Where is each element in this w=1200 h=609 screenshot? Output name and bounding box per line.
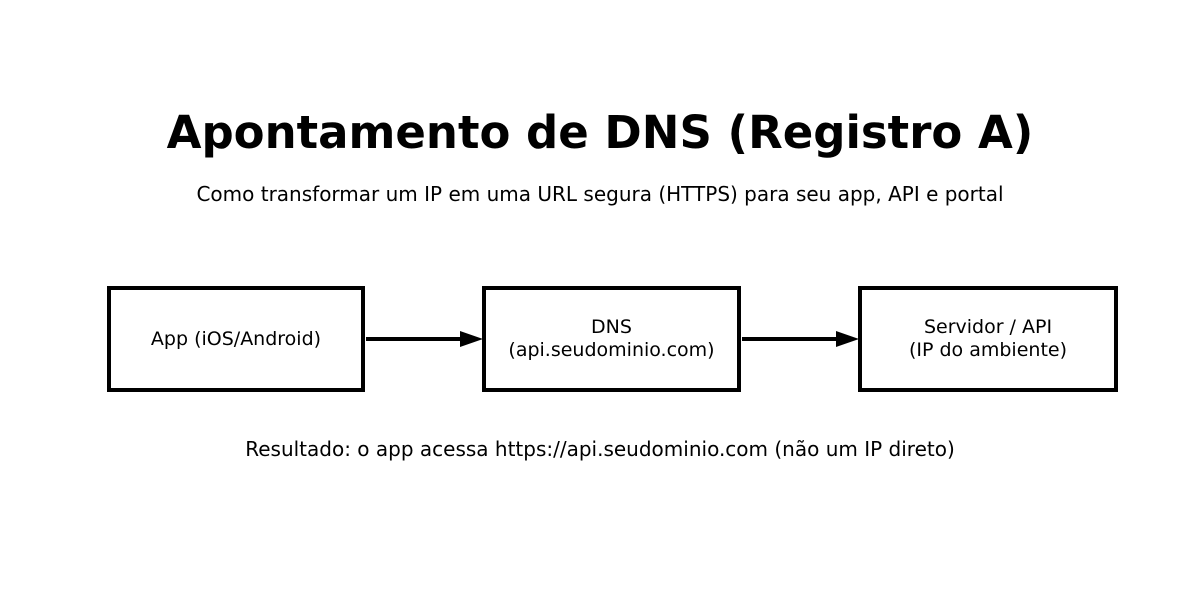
page-subtitle: Como transformar um IP em uma URL segura… bbox=[196, 182, 1004, 206]
node-app: App (iOS/Android) bbox=[107, 286, 365, 392]
node-app-label: App (iOS/Android) bbox=[150, 327, 322, 350]
node-dns-label-line1: DNS bbox=[591, 316, 632, 338]
arrow-right-icon bbox=[742, 331, 859, 347]
node-server-label-line2: (IP do ambiente) bbox=[908, 339, 1067, 361]
arrow-right-icon bbox=[366, 331, 483, 347]
dns-flow-diagram: App (iOS/Android) DNS (api.seudominio.co… bbox=[0, 286, 1200, 392]
node-server-label-line1: Servidor / API bbox=[923, 316, 1053, 338]
result-text: Resultado: o app acessa https://api.seud… bbox=[245, 437, 955, 461]
page-title: Apontamento de DNS (Registro A) bbox=[166, 106, 1034, 159]
node-server: Servidor / API (IP do ambiente) bbox=[858, 286, 1118, 392]
node-dns-label-line2: (api.seudominio.com) bbox=[508, 339, 715, 361]
node-dns: DNS (api.seudominio.com) bbox=[482, 286, 741, 392]
